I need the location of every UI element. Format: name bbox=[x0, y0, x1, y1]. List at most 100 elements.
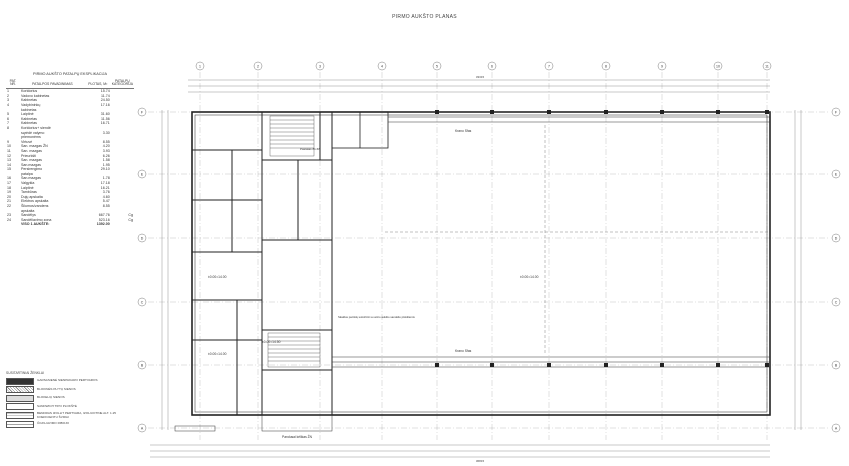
schedule-cell-area: 4.60 bbox=[102, 194, 110, 199]
schedule-cell-area: 3.30 bbox=[102, 130, 110, 135]
schedule-cell-name: Šilumos/vandens bbox=[21, 204, 49, 209]
grid-axis-bubble bbox=[831, 233, 841, 243]
schedule-cell-name: San. mazgas bbox=[21, 148, 42, 153]
schedule-cell-area: 523.16 bbox=[98, 217, 110, 222]
grid-axis-label: F bbox=[835, 110, 837, 114]
schedule-cell-name: Vadovo kabinetas bbox=[21, 93, 50, 98]
schedule-cell-area: 667.76 bbox=[98, 213, 110, 218]
schedule-cell-name: patalpa bbox=[21, 171, 33, 176]
schedule-row: 21 Elektros apskaita 5.47 bbox=[6, 199, 134, 204]
schedule-cell-no: 18 bbox=[7, 185, 11, 190]
schedule-cell-area: 24.50 bbox=[100, 98, 110, 103]
office-block bbox=[191, 111, 333, 416]
schedule-cell-area: 1392.00 bbox=[96, 222, 110, 227]
schedule-cell-area: 3.93 bbox=[102, 148, 110, 153]
grid-axis-label: A bbox=[141, 426, 144, 430]
schedule-cell-no: 20 bbox=[7, 194, 11, 199]
schedule-cell-no: 22 bbox=[7, 204, 11, 209]
schedule-cell-area: 11.56 bbox=[101, 116, 110, 121]
grid-axis-label: E bbox=[835, 172, 838, 176]
schedule-cell-area: 4.20 bbox=[102, 144, 110, 149]
grid-axis-label: F bbox=[141, 110, 143, 114]
schedule-cell-no: 13 bbox=[7, 158, 11, 163]
legend: SUSITARTINIAI ŽENKLAI GARSASIENĖ SIENPAK… bbox=[6, 371, 132, 429]
schedule-cell-no: 5 bbox=[7, 112, 9, 117]
schedule-cell-no: 21 bbox=[7, 199, 11, 204]
schedule-cell-area: 1.78 bbox=[102, 176, 110, 181]
schedule-cell-name: priemonėms bbox=[21, 135, 41, 140]
grid-axis-label: 3 bbox=[319, 64, 321, 68]
col-header-area: PLOTAS, M² bbox=[84, 78, 111, 90]
grid-axis-bubble bbox=[831, 297, 841, 307]
schedule-cell-area: 17.16 bbox=[100, 102, 110, 107]
schedule-cell-name: Kabinetas bbox=[21, 116, 37, 121]
schedule-table: PAT. NR. PATALPOS PAVADINIMAS PLOTAS, M²… bbox=[6, 78, 134, 227]
grid-axis-bubble bbox=[713, 61, 723, 71]
dim-total-width: 33315 bbox=[476, 75, 485, 79]
schedule-cell-name: Prieurkšti bbox=[21, 153, 36, 158]
schedule-cell-name: Koridorius bbox=[21, 89, 38, 94]
column-marker bbox=[716, 110, 720, 114]
schedule-cell-area: 31.60 bbox=[100, 112, 110, 117]
stairwell-bottom bbox=[267, 332, 321, 368]
grid-axis-label: D bbox=[141, 236, 144, 240]
ramp-label: Pandusai kėlikas ŽN bbox=[282, 434, 313, 439]
grid-axis-bubble bbox=[137, 297, 147, 307]
schedule-cell-area: 17.18 bbox=[100, 181, 110, 186]
schedule-cell-no: 8 bbox=[7, 125, 9, 130]
schedule-cell-name: Laiptinė bbox=[21, 185, 34, 190]
schedule-cell-area: 16.71 bbox=[100, 121, 110, 126]
schedule-cell-area: 8.55 bbox=[102, 204, 110, 209]
grid-axis-bubble bbox=[831, 169, 841, 179]
grid-axis-label: 5 bbox=[436, 64, 438, 68]
stair-level-label: ±0.00=14.50 bbox=[262, 340, 281, 344]
schedule-total-row: VISO 1 AUKŠTE:1392.00 bbox=[6, 222, 134, 227]
grid-axis-label: 1 bbox=[199, 64, 201, 68]
schedule-cell-area: 5.47 bbox=[102, 199, 110, 204]
schedule-cell-no: 15 bbox=[7, 167, 11, 172]
legend-item: BLOKELIŲ SIENOS bbox=[6, 394, 132, 402]
legend-label: GARSASIENĖ SIENPAKARO PERTVAROS bbox=[37, 378, 98, 383]
grid-axis-bubble bbox=[137, 233, 147, 243]
schedule-cell-cat: Cg bbox=[128, 217, 133, 222]
dimension-lines bbox=[150, 79, 802, 458]
schedule-cell-name: Valgykla bbox=[21, 181, 35, 186]
technical-rooms bbox=[331, 111, 389, 149]
grid-axis-bubble bbox=[137, 423, 147, 433]
legend-item: BENDRAS IZOLLIT PERTVARA, IZOLIUOTINE AL… bbox=[6, 411, 132, 420]
legend-label: ČIUKLIAVIMO RIBOJO bbox=[37, 421, 70, 426]
dim-total-bottom: 36815 bbox=[476, 459, 485, 463]
grid-axis-bubble bbox=[831, 107, 841, 117]
schedule-cell-area: 3.76 bbox=[102, 190, 110, 195]
office-level-label-1: ±0.00=14.00 bbox=[208, 275, 227, 279]
grid-axis-bubble bbox=[195, 61, 205, 71]
schedule-row: 22 Šilumos/vandens 8.55 bbox=[6, 204, 134, 209]
schedule-cell-no: 16 bbox=[7, 176, 11, 181]
grid-axis-bubble bbox=[137, 169, 147, 179]
grid-axis-label: 8 bbox=[605, 64, 607, 68]
schedule-cell-name: Elektros apskaita bbox=[21, 199, 49, 204]
crane-label-bottom: Krano Sfas bbox=[455, 349, 472, 353]
schedule-cell-name: Virtuvė bbox=[21, 139, 33, 144]
schedule-row: patalpa bbox=[6, 172, 134, 177]
legend-item: BLOKINĖS PLYTŲ SIENOS bbox=[6, 386, 132, 394]
schedule-cell-name: apskaita bbox=[21, 208, 35, 213]
col-header-no: PAT. NR. bbox=[6, 78, 20, 90]
grid-axis-bubble bbox=[253, 61, 263, 71]
grid-axis-label: 6 bbox=[491, 64, 493, 68]
legend-item: GARSASIENĖ SIENPAKARO PERTVAROS bbox=[6, 377, 132, 385]
schedule-cell-area: 1.58 bbox=[102, 158, 110, 163]
